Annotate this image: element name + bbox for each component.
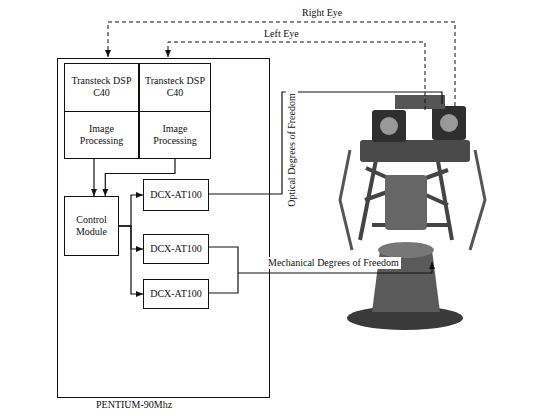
box-label: DCX-AT100 bbox=[150, 189, 202, 201]
hardware-box: DCX-AT100 bbox=[143, 279, 209, 309]
box-label: Image Processing bbox=[68, 123, 135, 147]
frame-label: PENTIUM-90Mhz bbox=[96, 399, 172, 411]
box-label: Control Module bbox=[68, 214, 115, 238]
robot-head-illustration bbox=[340, 95, 485, 330]
box-label: DCX-AT100 bbox=[150, 243, 202, 255]
signal-arrow bbox=[93, 159, 94, 196]
hardware-box: Control Module bbox=[64, 196, 119, 256]
box-label: Transteck DSP C40 bbox=[68, 75, 135, 99]
signal-arrow bbox=[119, 226, 143, 294]
signal-label: Mechanical Degrees of Freedom bbox=[266, 257, 401, 269]
hardware-box: Transteck DSP C40Image Processing bbox=[64, 63, 139, 159]
signal-label: Left Eye bbox=[262, 28, 301, 40]
hardware-box: Transteck DSP C40Image Processing bbox=[139, 63, 211, 159]
box-label: DCX-AT100 bbox=[150, 288, 202, 300]
hardware-box: DCX-AT100 bbox=[143, 234, 209, 264]
optical-wire bbox=[208, 92, 442, 194]
signal-label: Optical Degrees of Freedom bbox=[286, 91, 298, 209]
signal-arrow bbox=[119, 195, 143, 226]
box-label: Image Processing bbox=[143, 123, 207, 147]
computer-frame: PENTIUM-90MhzTransteck DSP C40Image Proc… bbox=[57, 58, 270, 398]
signal-label: Right Eye bbox=[300, 7, 344, 19]
mechanical-wire bbox=[208, 247, 432, 293]
hardware-box: DCX-AT100 bbox=[143, 179, 209, 211]
box-label: Transteck DSP C40 bbox=[143, 75, 207, 99]
